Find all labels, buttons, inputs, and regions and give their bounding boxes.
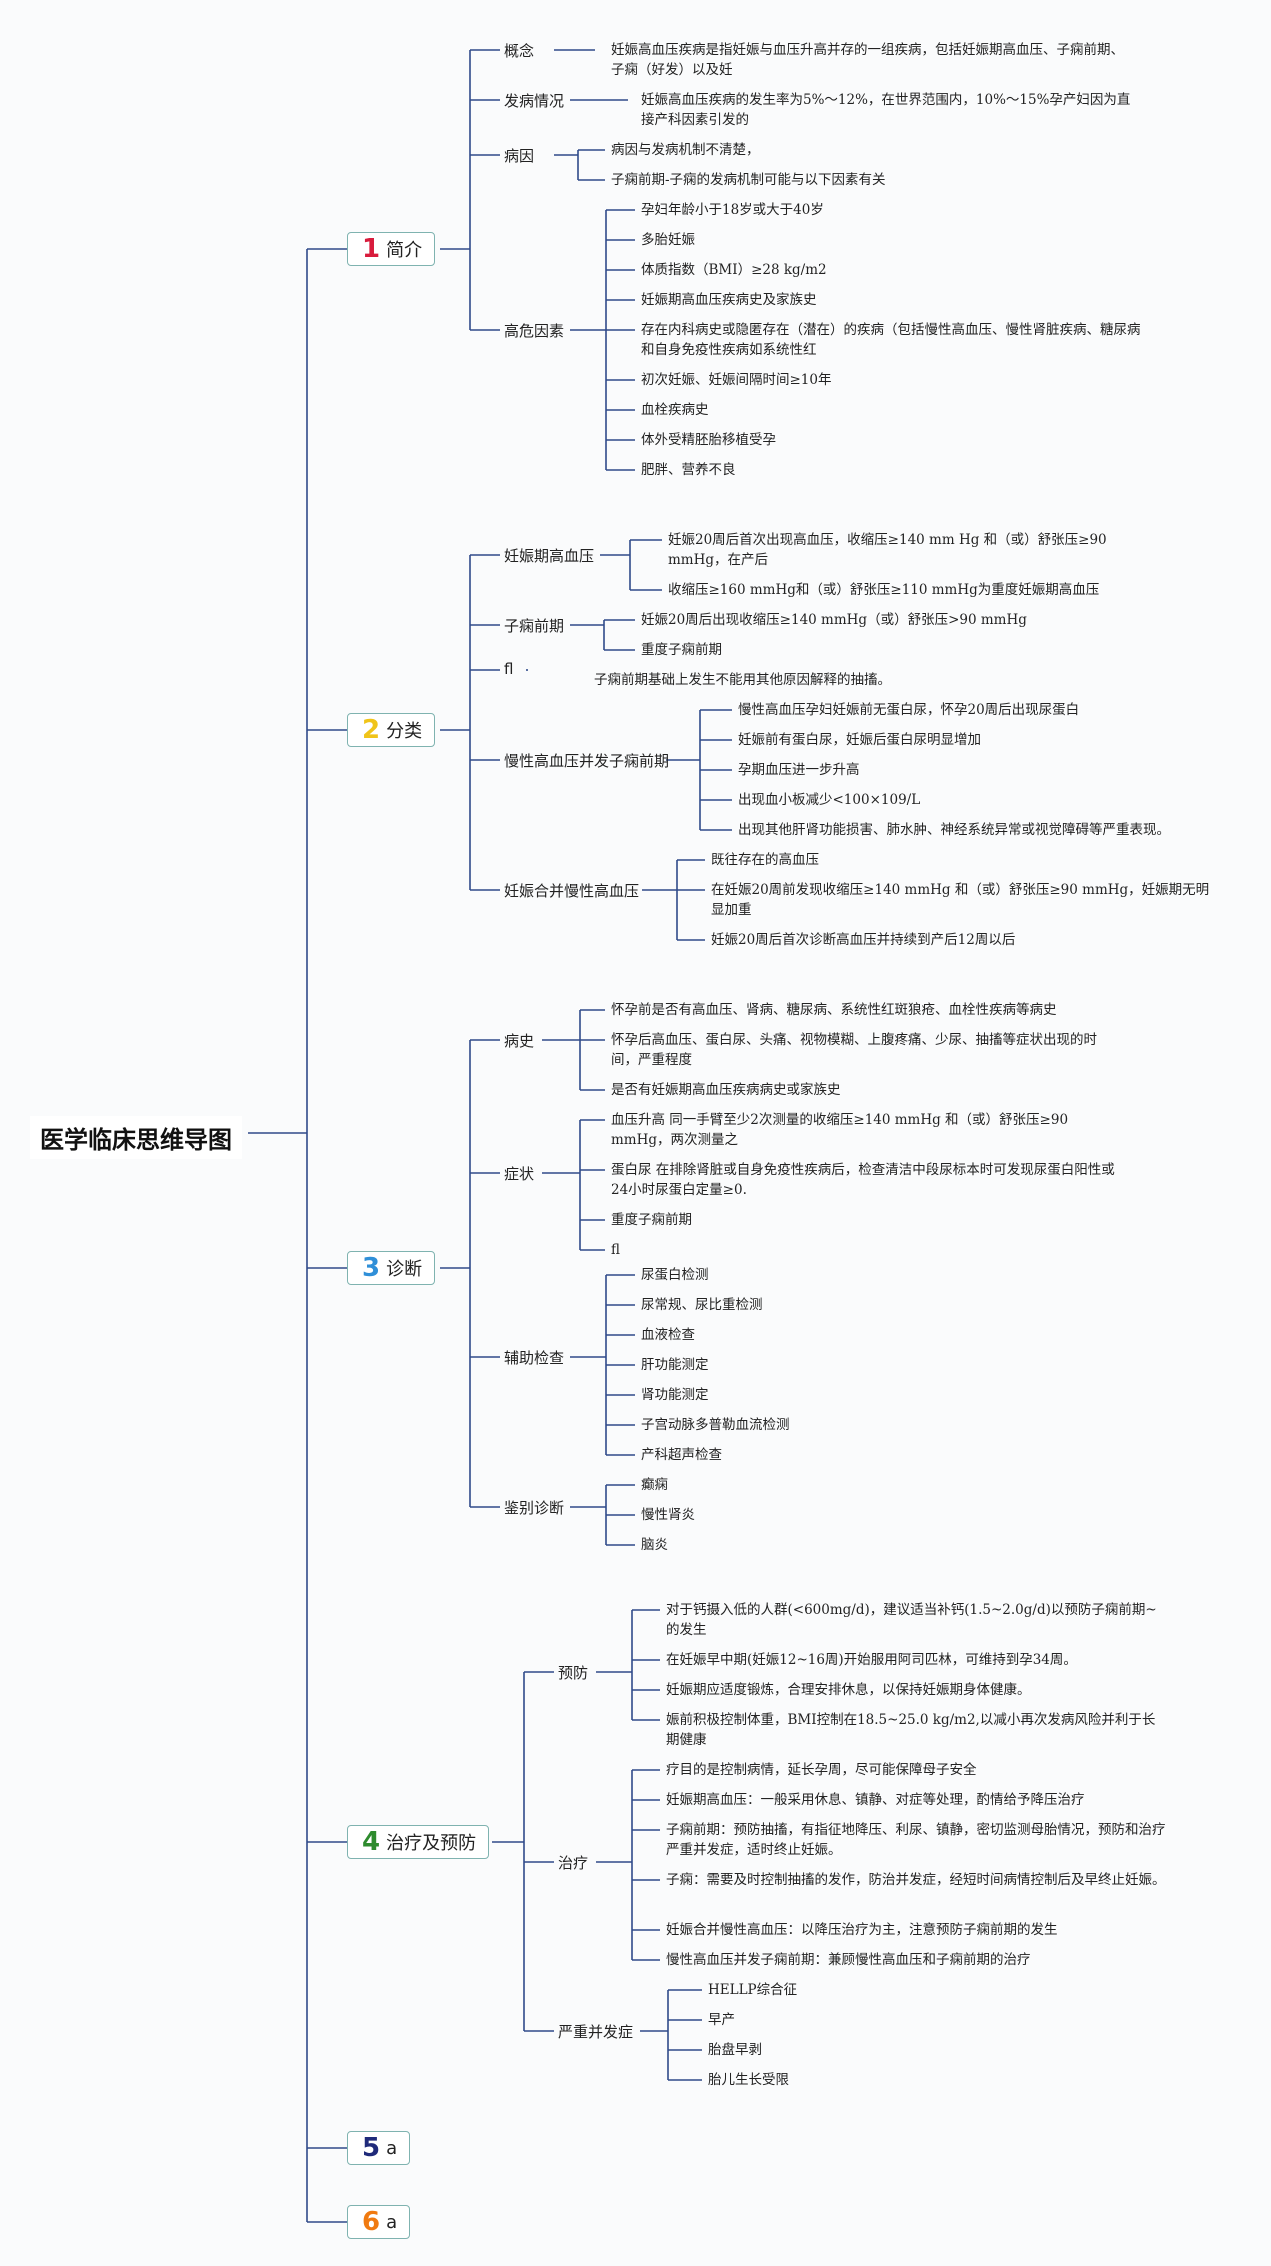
topic-2-3[interactable]: fl: [504, 660, 514, 678]
leaf-3-2-3[interactable]: 重度子痫前期: [611, 1212, 692, 1228]
number-badge-6: 6: [362, 2207, 381, 2237]
leaf-4-1-3[interactable]: 妊娠期应适度锻炼，合理安排休息，以保持妊娠期身体健康。: [666, 1682, 1031, 1698]
leaf-4-2-2[interactable]: 妊娠期高血压：一般采用休息、镇静、对症等处理，酌情给予降压治疗: [666, 1792, 1085, 1808]
number-badge-4: 4: [362, 1827, 381, 1857]
topic-1-4[interactable]: 高危因素: [504, 322, 565, 340]
leaf-3-4-1[interactable]: 癫痫: [641, 1477, 668, 1493]
leaf-4-3-3[interactable]: 胎盘早剥: [708, 2042, 762, 2058]
branch-label: a: [386, 2137, 398, 2159]
leaf-2-2-1[interactable]: 妊娠20周后出现收缩压≥140 mmHg（或）舒张压>90 mmHg: [641, 612, 1027, 628]
leaf-2-4-3[interactable]: 孕期血压进一步升高: [738, 762, 860, 778]
branch-treatment[interactable]: 4 治疗及预防: [347, 1825, 490, 1859]
leaf-2-4-4[interactable]: 出现血小板减少<100×109/L: [738, 792, 921, 808]
leaf-1-3-1[interactable]: 病因与发病机制不清楚，: [611, 142, 760, 158]
topic-1-1[interactable]: 概念: [504, 42, 535, 60]
leaf-4-3-2[interactable]: 早产: [708, 2012, 735, 2028]
topic-2-5[interactable]: 妊娠合并慢性高血压: [504, 882, 640, 900]
leaf-1-4-4[interactable]: 妊娠期高血压疾病史及家族史: [641, 292, 817, 308]
branch-label: 治疗及预防: [386, 1833, 477, 1854]
topic-4-2[interactable]: 治疗: [558, 1854, 589, 1872]
topic-4-3[interactable]: 严重并发症: [558, 2023, 634, 2041]
leaf-3-2-1[interactable]: 血压升高 同一手臂至少2次测量的收缩压≥140 mmHg 和（或）舒张压≥90 …: [611, 1112, 1069, 1148]
leaf-1-2-1[interactable]: 妊娠高血压疾病的发生率为5%～12%，在世界范围内，10%～15%孕产妇因为直接…: [641, 92, 1131, 128]
leaf-3-3-5[interactable]: 肾功能测定: [641, 1387, 709, 1403]
leaf-3-1-2[interactable]: 怀孕后高血压、蛋白尿、头痛、视物模糊、上腹疼痛、少尿、抽搐等症状出现的时间，严重…: [611, 1032, 1097, 1068]
number-badge-2: 2: [362, 715, 381, 745]
branch-label: a: [386, 2211, 398, 2233]
leaf-4-2-6[interactable]: 慢性高血压并发子痫前期：兼顾慢性高血压和子痫前期的治疗: [666, 1952, 1031, 1968]
leaf-1-4-7[interactable]: 血栓疾病史: [641, 402, 709, 418]
number-badge-3: 3: [362, 1253, 381, 1283]
leaf-4-2-1[interactable]: 疗目的是控制病情，延长孕周，尽可能保障母子安全: [666, 1762, 977, 1778]
branch-intro[interactable]: 1 简介: [347, 232, 436, 266]
leaf-1-4-6[interactable]: 初次妊娠、妊娠间隔时间≥10年: [641, 372, 832, 388]
topic-3-1[interactable]: 病史: [504, 1032, 535, 1050]
leaf-2-2-2[interactable]: 重度子痫前期: [641, 642, 722, 658]
leaf-4-2-4[interactable]: 子痫：需要及时控制抽搐的发作，防治并发症，经短时间病情控制后及早终止妊娠。: [666, 1872, 1166, 1888]
leaf-3-3-3[interactable]: 血液检查: [641, 1327, 695, 1343]
leaf-4-3-1[interactable]: HELLP综合征: [708, 1982, 798, 1998]
number-badge-5: 5: [362, 2133, 381, 2163]
leaf-4-1-2[interactable]: 在妊娠早中期(妊娠12~16周)开始服用阿司匹林，可维持到孕34周。: [666, 1652, 1077, 1668]
leaf-3-3-7[interactable]: 产科超声检查: [641, 1447, 722, 1463]
leaf-3-1-3[interactable]: 是否有妊娠期高血压疾病病史或家族史: [611, 1082, 841, 1098]
topic-3-2[interactable]: 症状: [504, 1165, 535, 1183]
topic-2-4[interactable]: 慢性高血压并发子痫前期: [504, 752, 670, 770]
topic-1-2[interactable]: 发病情况: [504, 92, 565, 110]
leaf-2-4-2[interactable]: 妊娠前有蛋白尿，妊娠后蛋白尿明显增加: [738, 732, 981, 748]
leaf-4-2-5[interactable]: 妊娠合并慢性高血压：以降压治疗为主，注意预防子痫前期的发生: [666, 1922, 1058, 1938]
topic-4-1[interactable]: 预防: [558, 1664, 589, 1682]
leaf-2-5-1[interactable]: 既往存在的高血压: [711, 852, 819, 868]
topic-2-2[interactable]: 子痫前期: [504, 617, 565, 635]
branch-label: 分类: [386, 721, 423, 742]
branch-classification[interactable]: 2 分类: [347, 713, 436, 747]
leaf-4-1-4[interactable]: 娠前积极控制体重，BMI控制在18.5~25.0 kg/m2,以减小再次发病风险…: [666, 1712, 1156, 1748]
leaf-4-1-1[interactable]: 对于钙摄入低的人群(<600mg/d)，建议适当补钙(1.5~2.0g/d)以预…: [666, 1602, 1157, 1638]
branch-6[interactable]: 6 a: [347, 2205, 411, 2239]
leaf-2-4-1[interactable]: 慢性高血压孕妇妊娠前无蛋白尿，怀孕20周后出现尿蛋白: [738, 702, 1080, 718]
leaf-2-1-2[interactable]: 收缩压≥160 mmHg和（或）舒张压≥110 mmHg为重度妊娠期高血压: [668, 582, 1100, 598]
leaf-1-3-2[interactable]: 子痫前期-子痫的发病机制可能与以下因素有关: [611, 172, 886, 188]
leaf-4-2-3[interactable]: 子痫前期：预防抽搐，有指征地降压、利尿、镇静，密切监测母胎情况，预防和治疗严重并…: [666, 1822, 1166, 1858]
branch-label: 简介: [386, 240, 423, 261]
leaf-3-3-2[interactable]: 尿常规、尿比重检测: [641, 1297, 763, 1313]
leaf-2-5-3[interactable]: 妊娠20周后首次诊断高血压并持续到产后12周以后: [711, 932, 1016, 948]
leaf-3-2-2[interactable]: 蛋白尿 在排除肾脏或自身免疫性疾病后，检查清洁中段尿标本时可发现尿蛋白阳性或24…: [611, 1162, 1115, 1198]
leaf-1-4-9[interactable]: 肥胖、营养不良: [641, 462, 736, 478]
topic-1-3[interactable]: 病因: [504, 147, 535, 165]
leaf-1-4-5[interactable]: 存在内科病史或隐匿存在（潜在）的疾病（包括慢性高血压、慢性肾脏疾病、糖尿病和自身…: [641, 322, 1141, 358]
leaf-3-3-4[interactable]: 肝功能测定: [641, 1357, 709, 1373]
leaf-3-4-2[interactable]: 慢性肾炎: [641, 1507, 695, 1523]
leaf-1-1-1[interactable]: 妊娠高血压疾病是指妊娠与血压升高并存的一组疾病，包括妊娠期高血压、子痫前期、子痫…: [611, 42, 1124, 78]
leaf-3-4-3[interactable]: 脑炎: [641, 1537, 668, 1553]
leaf-4-3-4[interactable]: 胎儿生长受限: [708, 2072, 789, 2088]
leaf-3-2-4[interactable]: fl: [611, 1242, 621, 1258]
leaf-3-3-1[interactable]: 尿蛋白检测: [641, 1267, 709, 1283]
leaf-1-4-8[interactable]: 体外受精胚胎移植受孕: [641, 432, 776, 448]
leaf-2-5-2[interactable]: 在妊娠20周前发现收缩压≥140 mmHg 和（或）舒张压≥90 mmHg，妊娠…: [711, 882, 1210, 918]
leaf-2-1-1[interactable]: 妊娠20周后首次出现高血压，收缩压≥140 mm Hg 和（或）舒张压≥90 m…: [668, 532, 1107, 568]
leaf-1-4-1[interactable]: 孕妇年龄小于18岁或大于40岁: [641, 202, 824, 218]
leaf-1-4-3[interactable]: 体质指数（BMI）≥28 kg/m2: [641, 262, 827, 278]
root-title[interactable]: 医学临床思维导图: [30, 1116, 242, 1159]
branch-5[interactable]: 5 a: [347, 2131, 411, 2165]
leaf-3-3-6[interactable]: 子宫动脉多普勒血流检测: [641, 1417, 790, 1433]
branch-diagnosis[interactable]: 3 诊断: [347, 1251, 436, 1285]
topic-3-4[interactable]: 鉴别诊断: [504, 1499, 565, 1517]
branch-label: 诊断: [386, 1259, 423, 1280]
leaf-2-4-5[interactable]: 出现其他肝肾功能损害、肺水肿、神经系统异常或视觉障碍等严重表现。: [738, 822, 1170, 838]
number-badge-1: 1: [362, 234, 381, 264]
leaf-2-3-1[interactable]: 子痫前期基础上发生不能用其他原因解释的抽搐。: [594, 672, 891, 688]
topic-2-1[interactable]: 妊娠期高血压: [504, 547, 595, 565]
leaf-1-4-2[interactable]: 多胎妊娠: [641, 232, 695, 248]
topic-3-3[interactable]: 辅助检查: [504, 1349, 565, 1367]
leaf-3-1-1[interactable]: 怀孕前是否有高血压、肾病、糖尿病、系统性红斑狼疮、血栓性疾病等病史: [611, 1002, 1057, 1018]
